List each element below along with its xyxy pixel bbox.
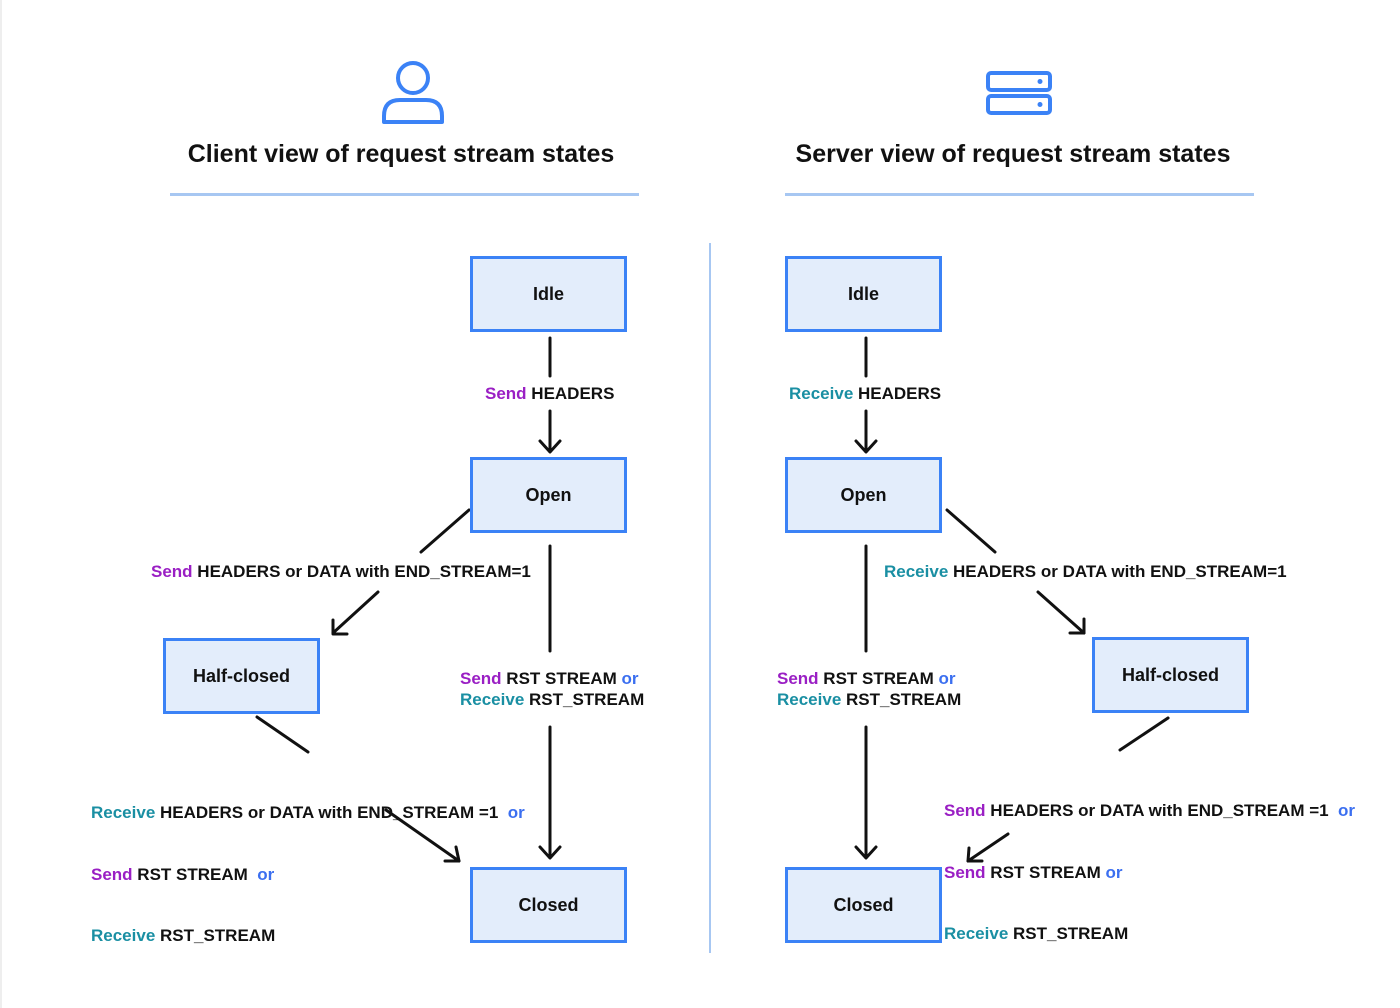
label-text: RST_STREAM: [841, 689, 962, 709]
label-text: HEADERS: [526, 384, 615, 403]
label-line-3: Receive RST_STREAM: [944, 924, 1355, 945]
client-node-half-closed-label: Half-closed: [192, 665, 291, 686]
client-label-open-closed: Send RST STREAM or Receive RST_STREAM: [460, 669, 644, 710]
server-node-half-closed: Half-closed: [1092, 637, 1249, 713]
label-text: RST STREAM: [501, 669, 622, 688]
server-node-closed-label: Closed: [833, 894, 894, 915]
verb-send: Send: [91, 864, 133, 884]
label-text: RST_STREAM: [1008, 924, 1129, 943]
client-label-idle-open: Send HEADERS: [485, 384, 614, 405]
server-label-open-half: Receive HEADERS or DATA with END_STREAM=…: [884, 562, 1287, 583]
or-connector: or: [507, 803, 525, 822]
label-line-1: Send RST STREAM or: [460, 669, 644, 690]
client-title-rule: [170, 193, 639, 196]
verb-receive: Receive: [460, 689, 525, 709]
server-node-closed: Closed: [785, 867, 942, 943]
server-arrowhead-open: [854, 439, 878, 454]
label-text: RST STREAM: [985, 862, 1106, 882]
page-left-edge: [0, 0, 2, 1008]
verb-receive: Receive: [91, 926, 156, 945]
verb-receive: Receive: [789, 384, 854, 403]
verb-send: Send: [460, 669, 502, 688]
server-line-open-half-bottom: [1036, 590, 1086, 635]
client-line-half-closed-top: [255, 715, 310, 754]
client-node-idle-label: Idle: [532, 283, 564, 304]
label-line-2: Send RST STREAM or: [91, 865, 525, 886]
client-line-open-half-top: [419, 508, 471, 554]
client-arrowhead-half: [331, 618, 349, 636]
verb-receive: Receive: [944, 924, 1009, 943]
server-line-half-closed-top: [1118, 716, 1170, 752]
verb-send: Send: [485, 384, 527, 403]
server-node-idle-label: Idle: [847, 283, 879, 304]
client-node-open-label: Open: [525, 484, 572, 505]
server-node-idle: Idle: [785, 256, 942, 332]
label-line-2: Send RST STREAM or: [944, 863, 1355, 884]
server-arrowhead-closed-a: [854, 845, 878, 860]
verb-receive: Receive: [884, 562, 949, 581]
server-label-half-closed: Send HEADERS or DATA with END_STREAM =1 …: [944, 760, 1355, 965]
label-text: HEADERS or DATA with END_STREAM =1: [985, 801, 1339, 820]
client-label-open-half: Send HEADERS or DATA with END_STREAM=1: [151, 562, 531, 583]
label-text: HEADERS or DATA with END_STREAM =1: [155, 803, 508, 822]
or-connector: or: [1105, 862, 1123, 882]
client-line-open-half-bottom: [331, 590, 380, 635]
verb-send: Send: [777, 669, 819, 688]
server-node-open: Open: [785, 457, 942, 533]
client-node-closed: Closed: [470, 867, 627, 943]
server-title: Server view of request stream states: [795, 140, 1231, 168]
label-text: RST_STREAM: [155, 926, 276, 945]
server-title-rule: [785, 193, 1254, 196]
server-line-open-half-top: [945, 508, 997, 554]
or-connector: or: [257, 864, 275, 884]
server-label-open-closed: Send RST STREAM or Receive RST_STREAM: [777, 669, 961, 710]
client-arrowhead-closed-a: [538, 845, 562, 860]
client-node-open: Open: [470, 457, 627, 533]
label-text: RST STREAM: [132, 864, 258, 884]
label-line-1: Receive HEADERS or DATA with END_STREAM …: [91, 803, 525, 824]
center-divider: [709, 243, 711, 953]
label-line-3: Receive RST_STREAM: [91, 926, 525, 947]
server-line-half-closed-bottom: [966, 832, 1010, 863]
label-line-1: Send HEADERS or DATA with END_STREAM =1 …: [944, 801, 1355, 822]
verb-send: Send: [944, 801, 986, 820]
server-node-open-label: Open: [840, 484, 887, 505]
client-node-idle: Idle: [470, 256, 627, 332]
client-arrowhead-open: [538, 439, 562, 454]
server-node-half-closed-label: Half-closed: [1121, 664, 1220, 685]
client-node-closed-label: Closed: [518, 894, 579, 915]
label-line-1: Send RST STREAM or: [777, 669, 961, 690]
client-label-half-closed: Receive HEADERS or DATA with END_STREAM …: [91, 762, 525, 967]
label-text: HEADERS: [853, 384, 942, 403]
server-label-idle-open: Receive HEADERS: [789, 384, 941, 405]
client-arrowhead-closed-b: [443, 845, 461, 863]
verb-receive: Receive: [777, 689, 842, 709]
client-title: Client view of request stream states: [187, 140, 615, 168]
verb-send: Send: [151, 562, 193, 581]
label-line-2: Receive RST_STREAM: [777, 690, 961, 711]
server-icon: [986, 71, 1052, 115]
or-connector: or: [938, 669, 956, 688]
or-connector: or: [621, 669, 639, 688]
server-arrowhead-half: [1068, 617, 1086, 635]
label-line-2: Receive RST_STREAM: [460, 690, 644, 711]
user-icon: [382, 61, 444, 124]
server-arrowhead-closed-b: [966, 846, 984, 863]
verb-receive: Receive: [91, 803, 156, 822]
label-text: HEADERS or DATA with END_STREAM=1: [948, 562, 1287, 581]
label-text: RST STREAM: [818, 669, 939, 688]
client-line-half-closed-bottom: [384, 808, 461, 863]
label-text: RST_STREAM: [524, 689, 645, 709]
label-text: HEADERS or DATA with END_STREAM=1: [192, 562, 531, 581]
or-connector: or: [1338, 801, 1356, 820]
verb-send: Send: [944, 862, 986, 882]
client-node-half-closed: Half-closed: [163, 638, 320, 714]
